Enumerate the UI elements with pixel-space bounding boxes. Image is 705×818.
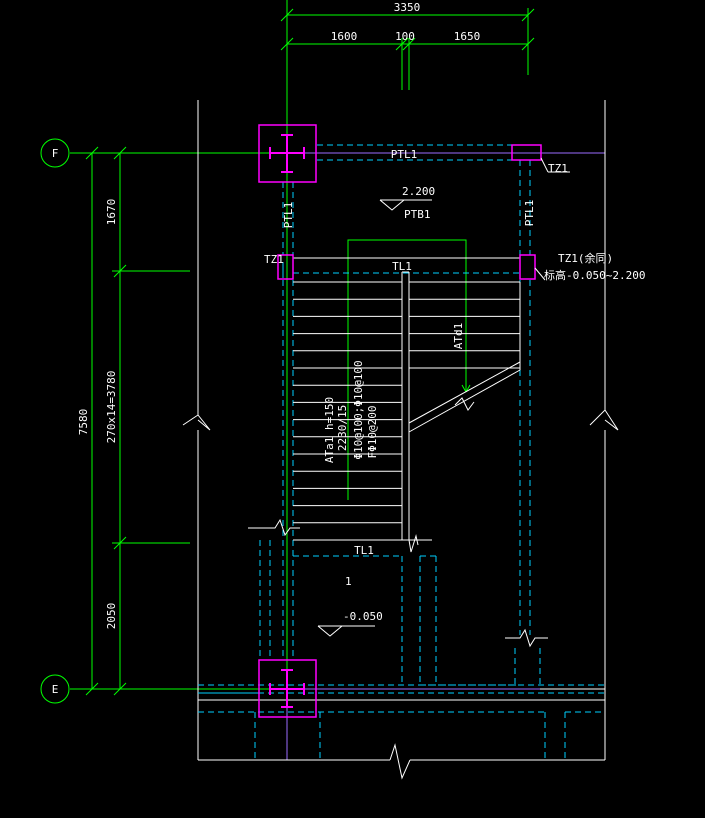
- label-stair-note4: FΦ10@200: [366, 406, 379, 459]
- label-ptl1-left: PTL1: [282, 202, 295, 229]
- dim-top-mid: 100: [395, 30, 415, 43]
- label-small-mark: 1: [345, 575, 352, 588]
- dim-top-left: 1600: [331, 30, 358, 43]
- label-ptb1: PTB1: [404, 208, 431, 221]
- label-stair-note1: ATa1 h=150: [323, 397, 336, 463]
- solid-beam-edges: [198, 262, 284, 694]
- label-ptl1-right: PTL1: [523, 200, 536, 227]
- dimension-texts: 3350 1600 100 1650 7580 1670 270x14=3780…: [77, 1, 480, 629]
- dim-left-bottom: 2050: [105, 603, 118, 630]
- member-labels: PTL1 PTL1 PTL1 TZ1 TZ1 TZ1(余同) 标高-0.050~…: [264, 148, 645, 623]
- dim-left-top: 1670: [105, 199, 118, 226]
- label-tz1-note: TZ1(余同): [558, 251, 613, 265]
- grid-bubble-e: E: [40, 674, 70, 704]
- label-elev-top: 2.200: [402, 185, 435, 198]
- grid-label-f: F: [52, 147, 59, 160]
- dim-left-mid: 270x14=3780: [105, 371, 118, 444]
- stair-outline: [293, 257, 521, 553]
- label-ptl1-top: PTL1: [391, 148, 418, 161]
- break-marks: [248, 518, 548, 648]
- label-tl1-bottom: TL1: [354, 544, 374, 557]
- column-top-left: [258, 124, 317, 183]
- column-tz1-top-right: [511, 144, 570, 173]
- stair-treads: [293, 281, 520, 524]
- label-stair-note2: 2230/15: [336, 405, 349, 451]
- column-bottom-left: [258, 659, 317, 718]
- label-tz1-top-right: TZ1: [548, 162, 568, 175]
- elevation-marker-top: [379, 199, 432, 211]
- label-tz1-left: TZ1: [264, 253, 284, 266]
- column-tz1-right: [519, 254, 546, 281]
- column-tz1-left: [277, 254, 294, 280]
- elevation-marker-bottom: [317, 625, 375, 637]
- dim-top-right: 1650: [454, 30, 481, 43]
- label-tz1-elev-note: 标高-0.050~2.200: [544, 268, 645, 282]
- label-tl1-top: TL1: [392, 260, 412, 273]
- dim-left-total: 7580: [77, 409, 90, 436]
- label-atd1: ATd1: [452, 323, 465, 350]
- label-elev-bottom: -0.050: [343, 610, 383, 623]
- dimension-lines: [70, 0, 535, 700]
- grid-label-e: E: [52, 683, 59, 696]
- wall-outlines: [182, 100, 619, 780]
- dim-top-total: 3350: [394, 1, 421, 14]
- label-stair-note3: Φ10@100;Φ10@100: [352, 360, 365, 459]
- grid-bubble-f: F: [40, 138, 70, 168]
